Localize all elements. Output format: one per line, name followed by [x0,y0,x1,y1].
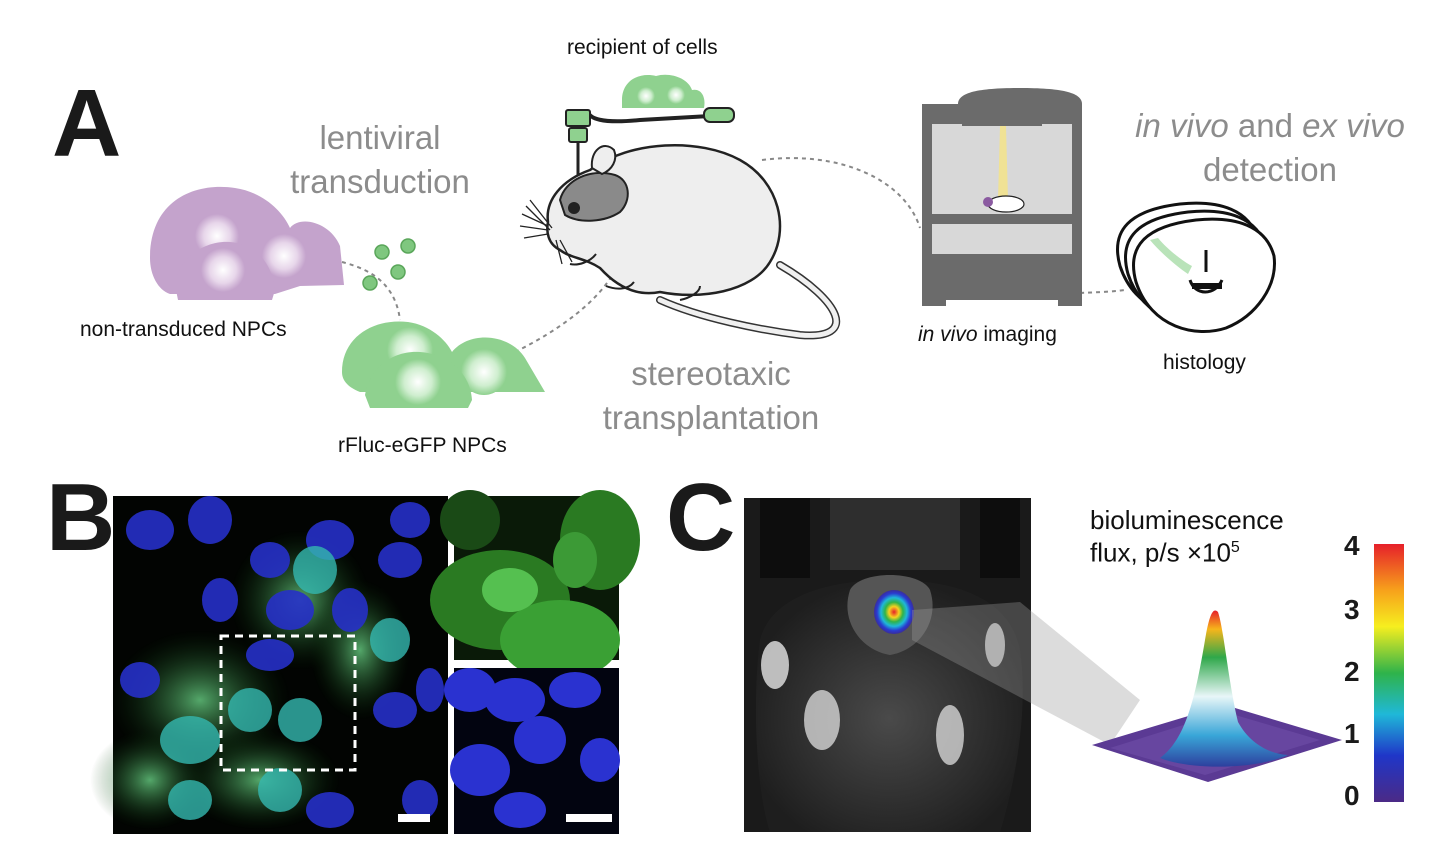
detection-italic-1: in vivo [1135,107,1229,144]
colorbar-tick: 4 [1344,530,1360,561]
colorbar-title-line-1: bioluminescence [1090,505,1284,535]
detection-label: in vivo and ex vivo detection [1100,104,1440,192]
lentivirus-particles-icon [362,238,416,291]
microscopy-inset-green [430,490,640,680]
projection-wedge [912,602,1140,745]
stereotaxic-line-1: stereotaxic [631,355,791,392]
rfluc-egfp-npc-cluster [342,321,545,408]
detection-italic-2: ex vivo [1302,107,1405,144]
recipient-mouse-illustration [519,144,841,340]
stereotaxic-line-2: transplantation [602,399,820,436]
histology-label: histology [1163,351,1246,374]
stereotaxic-injector-icon [565,107,735,186]
non-transduced-npcs-label: non-transduced NPCs [80,318,287,341]
recipient-label: recipient of cells [567,36,718,59]
imaging-suffix: imaging [977,323,1057,346]
histology-brain-slices [1116,201,1276,333]
bioluminescence-surface-plot [1092,610,1342,782]
stereotaxic-transplantation-label: stereotaxic transplantation [580,352,842,440]
microscopy-inset-blue [444,668,620,834]
lentiviral-transduction-label: lentiviral transduction [270,116,490,204]
workflow-connectors [341,157,1126,353]
microscopy-main-image [90,496,448,834]
inset-scale-bar [566,814,612,822]
panel-label-c: C [666,464,736,571]
detection-line-2: detection [1203,151,1337,188]
rfluc-egfp-npcs-label: rFluc-eGFP NPCs [338,434,507,457]
colorbar-title: bioluminescence flux, p/s ×105 [1090,506,1284,567]
lentiviral-line-2: transduction [290,163,470,200]
bioluminescence-mouse-image [744,498,1031,832]
signal-hotspot [874,590,914,634]
colorbar-tick: 3 [1344,594,1360,625]
detection-and: and [1228,107,1303,144]
in-vivo-imaging-system [922,88,1082,306]
non-transduced-npc-cluster [150,186,344,300]
colorbar-title-superscript: 5 [1230,539,1240,556]
recipient-cells-icon [622,74,705,108]
scale-bar [398,814,430,822]
colorbar-tick: 2 [1344,656,1360,687]
in-vivo-italic: in vivo [918,323,978,346]
colorbar-title-line-2: flux, p/s ×10 [1090,537,1231,568]
in-vivo-imaging-label: in vivo imaging [918,323,1057,347]
colorbar-tick: 1 [1344,718,1360,749]
colorbar-tick: 0 [1344,780,1360,811]
lentiviral-line-1: lentiviral [319,119,441,156]
panel-label-b: B [46,464,116,571]
colorbar [1374,544,1404,802]
zoom-inset-box [219,634,357,772]
panel-label-a: A [52,70,122,177]
